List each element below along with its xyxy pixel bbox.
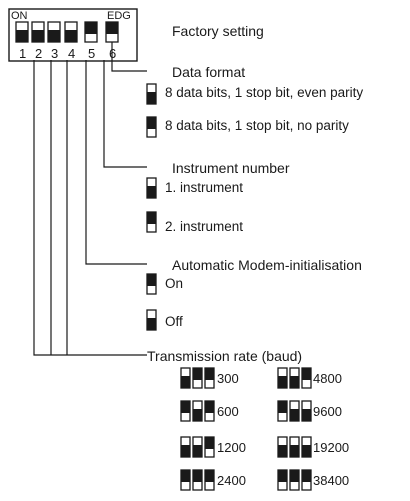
baud-switch-icon xyxy=(192,367,203,389)
data-format-option-0: 8 data bits, 1 stop bit, even parity xyxy=(146,83,363,105)
modem-option-1-label: Off xyxy=(165,314,183,329)
baud-switch-icon xyxy=(192,469,203,491)
baud-switch-icon xyxy=(277,469,288,491)
baud-switch-icon xyxy=(301,436,312,458)
block-switch-4 xyxy=(64,21,78,43)
modem-init-title: Automatic Modem-initialisation xyxy=(172,257,362,273)
switch-number-6: 6 xyxy=(109,46,116,61)
baud-rate-entry: 4800 xyxy=(277,367,342,389)
option-switch-icon xyxy=(146,116,157,138)
baud-rate-value: 9600 xyxy=(313,404,342,419)
connector-lines xyxy=(33,42,147,356)
data-format-title: Data format xyxy=(172,64,245,80)
switch-number-5: 5 xyxy=(88,46,95,61)
baud-rate-entry: 600 xyxy=(180,400,239,422)
baud-switch-icon xyxy=(192,436,203,458)
baud-rate-value: 1200 xyxy=(217,440,246,455)
baud-rate-entry: 1200 xyxy=(180,436,246,458)
data-format-option-1-label: 8 data bits, 1 stop bit, no parity xyxy=(165,118,349,133)
connector-line-3 xyxy=(85,60,147,265)
connector-line-4 xyxy=(33,60,147,356)
baud-rate-entry: 38400 xyxy=(277,469,349,491)
baud-switch-icon xyxy=(301,400,312,422)
baud-switch-icon xyxy=(289,436,300,458)
baud-rate-value: 2400 xyxy=(217,473,246,488)
modem-option-0-label: On xyxy=(165,276,183,291)
instrument-option-1-label: 2. instrument xyxy=(165,219,243,234)
data-format-option-1: 8 data bits, 1 stop bit, no parity xyxy=(146,116,349,138)
switch-edg-label: EDG xyxy=(107,10,131,22)
option-switch-icon xyxy=(146,211,157,233)
baud-rate-value: 4800 xyxy=(313,371,342,386)
switch-number-2: 2 xyxy=(35,46,42,61)
baud-switch-icon xyxy=(204,400,215,422)
baud-rate-entry: 2400 xyxy=(180,469,246,491)
baud-rate-entry: 9600 xyxy=(277,400,342,422)
transmission-rate-title: Transmission rate (baud) xyxy=(147,348,302,364)
block-switch-6 xyxy=(105,21,119,43)
option-switch-icon xyxy=(146,273,157,295)
baud-switch-icon xyxy=(277,400,288,422)
baud-switch-icon xyxy=(301,367,312,389)
baud-switch-icon xyxy=(289,400,300,422)
baud-switch-icon xyxy=(180,367,191,389)
baud-rate-value: 300 xyxy=(217,371,239,386)
baud-rate-entry: 19200 xyxy=(277,436,349,458)
block-switch-5 xyxy=(84,21,98,43)
block-switch-1 xyxy=(15,21,29,43)
switch-block-switches xyxy=(15,21,119,43)
option-switch-icon xyxy=(146,273,157,295)
option-switch-icon xyxy=(146,309,157,331)
option-switch-icon xyxy=(146,116,157,138)
switch-number-1: 1 xyxy=(19,46,26,61)
factory-setting-label: Factory setting xyxy=(172,23,264,39)
switch-number-3: 3 xyxy=(51,46,58,61)
baud-switch-icon xyxy=(289,469,300,491)
block-switch-2 xyxy=(31,21,45,43)
baud-rate-value: 38400 xyxy=(313,473,349,488)
baud-rate-grid: 300 4800 600 9600 1200 19200 2400 38400 xyxy=(180,367,349,491)
baud-switch-icon xyxy=(180,436,191,458)
connector-line-1 xyxy=(111,42,147,72)
block-switch-3 xyxy=(47,21,61,43)
modem-option-1: Off xyxy=(146,309,183,331)
instrument-option-0-label: 1. instrument xyxy=(165,180,243,195)
baud-switch-icon xyxy=(277,436,288,458)
option-switch-icon xyxy=(146,83,157,105)
option-switch-icon xyxy=(146,177,157,199)
baud-switch-icon xyxy=(204,367,215,389)
option-switch-icon xyxy=(146,309,157,331)
baud-switch-icon xyxy=(180,469,191,491)
baud-rate-value: 600 xyxy=(217,404,239,419)
baud-rate-entry: 300 xyxy=(180,367,239,389)
modem-option-0: On xyxy=(146,273,183,295)
switch-number-4: 4 xyxy=(68,46,75,61)
option-switch-icon xyxy=(146,211,157,233)
switch-on-label: ON xyxy=(11,10,28,22)
data-format-option-0-label: 8 data bits, 1 stop bit, even parity xyxy=(165,85,363,100)
instrument-number-title: Instrument number xyxy=(172,160,290,176)
baud-switch-icon xyxy=(180,400,191,422)
baud-switch-icon xyxy=(192,400,203,422)
baud-switch-icon xyxy=(277,367,288,389)
baud-switch-icon xyxy=(204,436,215,458)
instrument-option-1: 2. instrument xyxy=(146,211,243,234)
baud-switch-icon xyxy=(204,469,215,491)
instrument-option-0: 1. instrument xyxy=(146,177,243,199)
baud-switch-icon xyxy=(289,367,300,389)
connector-line-2 xyxy=(103,60,147,168)
baud-switch-icon xyxy=(301,469,312,491)
option-switch-icon xyxy=(146,177,157,199)
option-switch-icon xyxy=(146,83,157,105)
baud-rate-value: 19200 xyxy=(313,440,349,455)
